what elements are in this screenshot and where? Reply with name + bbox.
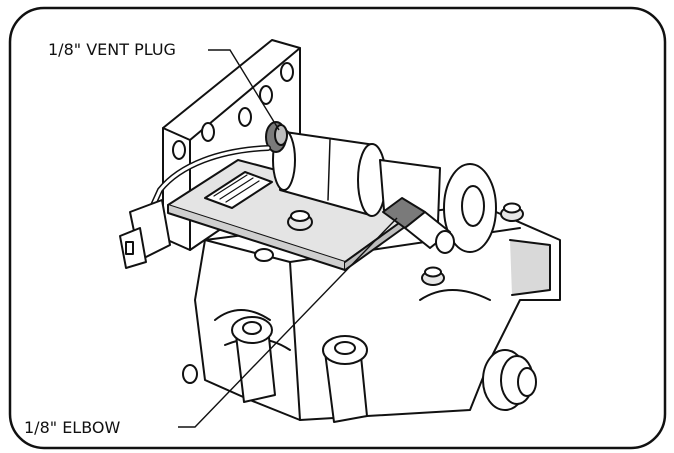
lower-bolt — [182, 364, 198, 384]
elbow-fitting — [382, 197, 455, 254]
fitting-center — [322, 335, 368, 423]
side-boss — [254, 248, 274, 262]
bolt-right-top — [500, 202, 524, 222]
electrical-connector — [119, 199, 171, 269]
vent-plug-leader — [208, 49, 280, 131]
callout-vent-plug: 1/8" VENT PLUG — [48, 40, 176, 59]
wire-harness — [147, 145, 271, 215]
bolt-left — [287, 210, 313, 231]
valve-body — [194, 204, 561, 421]
elbow-leader — [178, 217, 398, 428]
nameplate-label — [204, 171, 273, 209]
solenoid-cylinder — [272, 129, 387, 217]
vent-plug — [265, 121, 288, 153]
leader-lines — [178, 49, 398, 428]
bolt-center — [421, 266, 445, 286]
valve-assembly-illustration — [119, 39, 561, 423]
callout-elbow: 1/8" ELBOW — [24, 418, 121, 437]
fitting-right — [482, 349, 537, 411]
